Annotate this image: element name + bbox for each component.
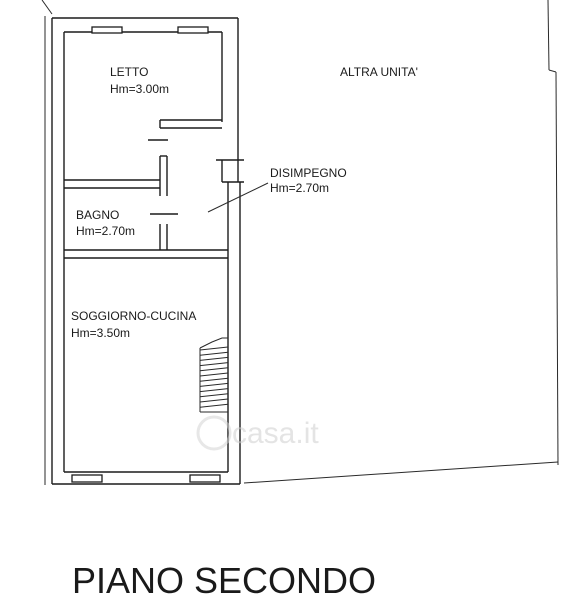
room-name-altra-unita: ALTRA UNITA' [340, 65, 418, 79]
stair-step [199, 377, 229, 382]
disimpegno-leader-line [207, 182, 269, 213]
building-outline [41, 0, 559, 485]
stair-step [199, 351, 229, 356]
stair-steps [199, 346, 229, 408]
watermark-logo-icon [196, 415, 232, 451]
room-height-bagno: Hm=2.70m [76, 224, 135, 238]
stair-step [199, 388, 229, 393]
stair-step [199, 362, 229, 367]
room-height-soggiorno-cucina: Hm=3.50m [71, 326, 130, 340]
room-height-disimpegno: Hm=2.70m [270, 181, 329, 195]
room-name-disimpegno: DISIMPEGNO [270, 166, 347, 180]
apartment-walls [51, 17, 244, 485]
watermark-text: casa.it [232, 417, 319, 450]
stair-step [199, 372, 229, 377]
stair-step [199, 393, 229, 398]
room-name-soggiorno-cucina: SOGGIORNO-CUCINA [71, 309, 196, 323]
room-name-bagno: BAGNO [76, 208, 119, 222]
watermark: casa.it [196, 415, 319, 451]
stair-step [199, 356, 229, 361]
stair-step [199, 382, 229, 387]
stair-step [199, 367, 229, 372]
room-height-letto: Hm=3.00m [110, 82, 169, 96]
stair-step [199, 398, 229, 403]
room-labels: LETTO Hm=3.00m ALTRA UNITA' DISIMPEGNO H… [71, 65, 418, 340]
staircase [199, 337, 229, 413]
stair-step [199, 403, 229, 408]
room-name-letto: LETTO [110, 65, 148, 79]
floor-title: PIANO SECONDO [72, 560, 376, 600]
stair-step [199, 346, 229, 351]
